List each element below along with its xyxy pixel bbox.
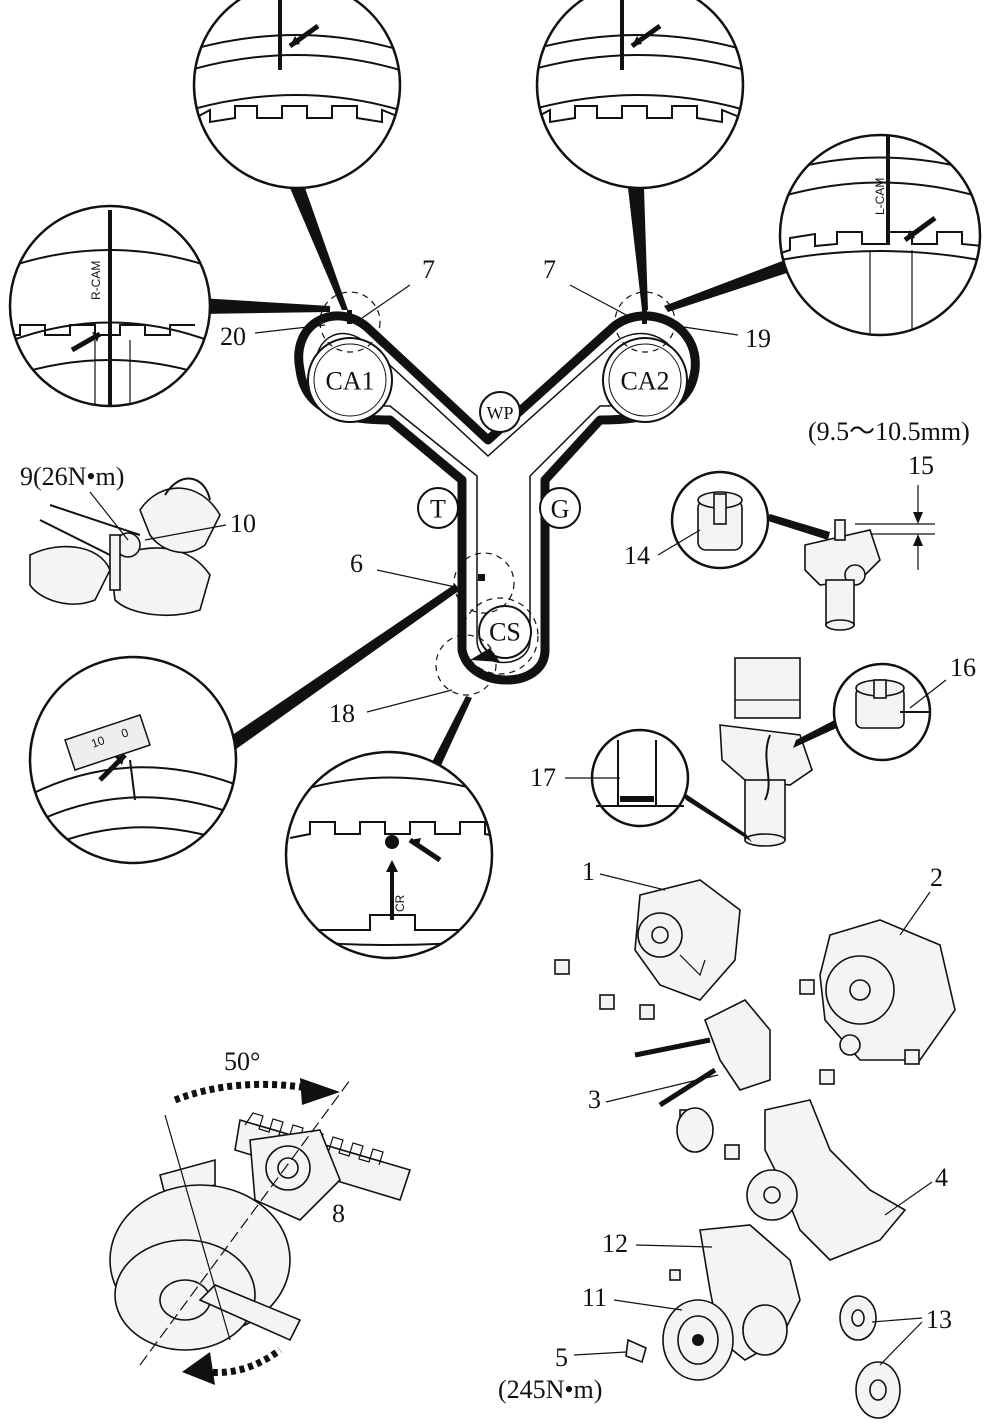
callout-15: 15 [908, 451, 934, 480]
timing-mark-cs [478, 574, 485, 581]
scale-10: 10 [89, 733, 107, 751]
magnifier-l-cam: L-CAM [664, 133, 982, 337]
pulley-label-t: T [430, 495, 446, 524]
callout-5-torque: (245N•m) [498, 1375, 602, 1404]
pulley-label-ca2: CA2 [620, 367, 669, 396]
pulley-label-wp: WP [487, 403, 514, 423]
callout-2: 2 [930, 863, 943, 892]
focus-circle-6 [453, 552, 515, 614]
magnifier-scale: 10 0 [28, 584, 460, 865]
scale-0: 0 [119, 725, 130, 741]
magnifier-ca1-top [192, 0, 402, 310]
callout-16: 16 [950, 653, 976, 682]
callout-18: 18 [329, 699, 355, 728]
r-cam-mark: R-CAM [89, 261, 103, 300]
pulley-wp: WP [479, 391, 521, 433]
pulley-t: T [417, 487, 459, 529]
callout-5: 5 [555, 1343, 568, 1372]
pulley-ca1: CA1 [307, 337, 393, 423]
callout-19: 19 [745, 324, 771, 353]
angle-label: 50° [224, 1047, 260, 1076]
focus-circle-ca1 [319, 291, 381, 353]
pulley-g: G [539, 487, 581, 529]
loose-fasteners [554, 959, 920, 1281]
callout-8: 8 [332, 1199, 345, 1228]
callout-9: 9(26N•m) [20, 462, 124, 491]
idler-pulley-8 [249, 1129, 341, 1221]
callout-11: 11 [582, 1283, 607, 1312]
part-11-crank-pulley [662, 1299, 734, 1381]
crank-pulley-with-wrench [109, 1079, 351, 1366]
timing-mark-ca2 [642, 310, 647, 324]
callout-4: 4 [935, 1163, 948, 1192]
part-13-washers [839, 1295, 901, 1419]
magnifier-cr: CR [284, 696, 494, 960]
timing-mark-ca1 [347, 310, 352, 324]
magnifier-ca2-top [535, 0, 745, 310]
tensioner-body [804, 519, 881, 631]
magnifier-16 [793, 662, 932, 762]
focus-circle-ca2 [614, 291, 676, 353]
callout-1: 1 [582, 857, 595, 886]
pulley-label-cs: CS [489, 618, 521, 647]
cr-mark: CR [393, 894, 407, 912]
part-5-bolt [625, 1338, 647, 1364]
callout-3: 3 [588, 1085, 601, 1114]
callout-17: 17 [530, 763, 556, 792]
callout-13: 13 [926, 1305, 952, 1334]
pulley-cs: CS [478, 605, 532, 659]
focus-circle-cs [461, 597, 539, 675]
tensioner-install [719, 657, 813, 847]
magnifier-r-cam: R-CAM [8, 204, 330, 408]
part-1-cover [634, 879, 741, 1001]
tensioner-bolt-illustration [29, 477, 221, 616]
pulley-label-ca1: CA1 [325, 367, 374, 396]
callout-12: 12 [602, 1229, 628, 1258]
callout-7-right: 7 [543, 255, 556, 284]
timing-mark-cs-lower [470, 648, 500, 662]
focus-circle-18 [435, 634, 497, 696]
part-3-bracket [634, 999, 771, 1108]
callout-14: 14 [624, 541, 650, 570]
callout-10: 10 [230, 509, 256, 538]
callout-7-left: 7 [422, 255, 435, 284]
callout-15-range: (9.5～10.5mm) [808, 417, 970, 446]
pulley-label-g: G [551, 495, 570, 524]
rotation-arc [173, 1078, 340, 1385]
callout-6: 6 [350, 549, 363, 578]
pulley-14-detail [670, 470, 830, 570]
pulley-ca2: CA2 [602, 337, 688, 423]
part-2-cover [819, 919, 956, 1061]
callout-20: 20 [220, 322, 246, 351]
part-4-engine-mount [746, 1099, 907, 1261]
l-cam-mark: L-CAM [873, 178, 887, 215]
